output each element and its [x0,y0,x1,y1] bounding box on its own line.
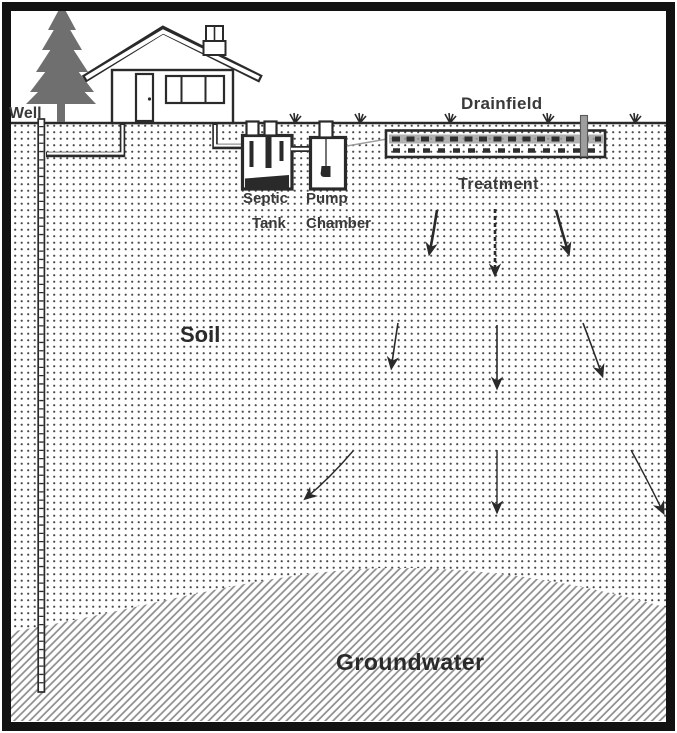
sludge-layer [245,175,289,188]
down-arrow-icon [630,449,665,516]
pump-chamber [308,120,348,191]
down-arrow-icon [554,209,572,257]
down-arrow-icon [303,450,354,501]
door [134,72,155,123]
treatment-arrows-row-2 [386,322,605,391]
down-arrow-icon [386,322,399,371]
down-arrow-icon [425,209,439,257]
sewer-pipe [212,124,242,150]
pump-unit [320,166,331,177]
center-baffle [265,135,272,168]
tank-riser [263,120,278,137]
tank-riser [245,120,260,137]
house [81,25,263,125]
septic-tank [240,120,294,191]
pump-riser [318,120,334,139]
pine-tree [26,4,96,122]
roof [81,25,263,83]
water-supply-pipe [46,124,126,158]
window [164,74,226,105]
drainfield [384,129,607,159]
inlet-baffle [249,141,254,167]
door-knob [147,97,152,101]
treatment-arrows-row-3 [303,449,665,516]
treatment-arrows-row-1 [425,209,572,278]
well-pipe [37,118,46,693]
groundwater-area [9,567,668,721]
down-arrow-icon [582,322,605,379]
chimney [202,25,227,56]
effluent-pipe [346,138,388,147]
grass-tufts [289,112,642,124]
vent-pipe [579,114,589,158]
outlet-baffle [279,141,284,161]
